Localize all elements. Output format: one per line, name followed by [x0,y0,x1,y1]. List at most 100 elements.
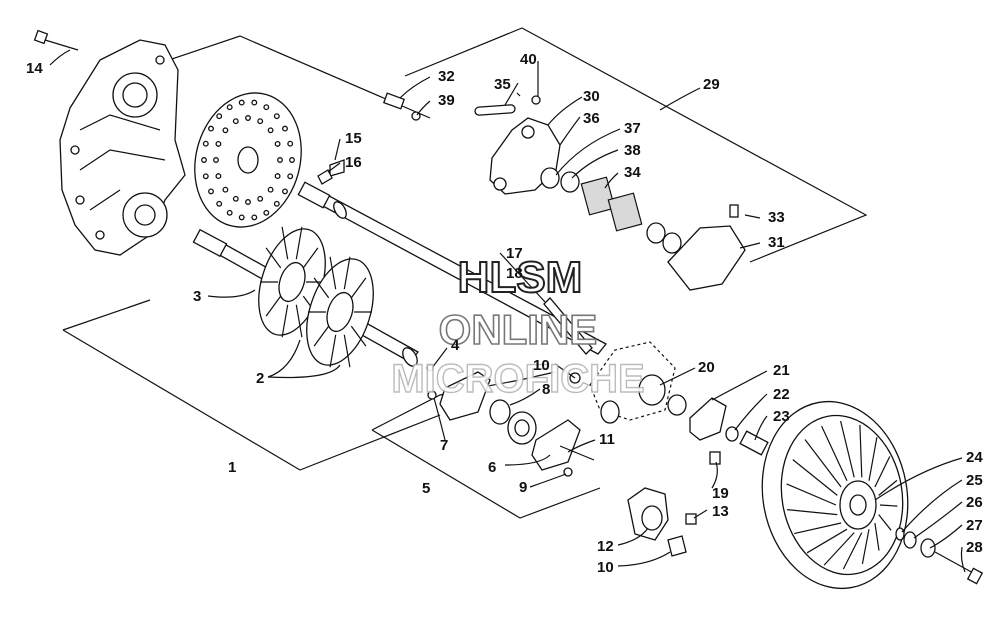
callout-23: 23 [773,408,790,425]
disc-hole [215,173,222,180]
callout-6: 6 [488,459,496,476]
disc-hole [222,127,229,134]
callout-28: 28 [966,539,983,556]
clutch-fin [859,424,863,478]
sprocket-tooth [281,226,289,260]
clutch-fin [786,483,837,506]
sprocket-tooth [265,247,282,269]
callout-26: 26 [966,494,983,511]
disc-hole [245,115,251,121]
callout-12: 12 [597,538,614,555]
drive-sprocket-right [306,256,374,368]
shaft-17-18 [543,297,593,355]
bearing-housing-20 [569,341,769,465]
clutch-fin [821,425,848,482]
disc-hole [287,140,294,147]
disc-hole [251,214,258,221]
watermark: HLSM ONLINE MICROFICHE [391,252,646,402]
disc-hole [238,214,245,221]
callout-3: 3 [193,288,201,305]
callout-33: 33 [768,209,785,226]
callout-9: 9 [519,479,527,496]
callout-25: 25 [966,472,983,489]
disc-hole [287,173,294,180]
callout-21: 21 [773,362,790,379]
watermark-line-1: HLSM [458,253,583,302]
driven-clutch [761,400,909,590]
disc-hole [232,195,239,202]
callout-14: 14 [26,60,43,77]
disc-hole [263,209,270,216]
watermark-line-3: MICROFICHE [391,357,644,401]
callout-8: 8 [542,381,550,398]
clutch-fin [879,504,898,507]
disc-hole [277,157,283,163]
callout-1: 1 [228,459,236,476]
sprocket-tooth [329,334,337,368]
sprocket-tooth [302,247,319,269]
clutch-fin [874,522,880,551]
key-15-16 [317,159,345,185]
sprocket-tooth [295,304,303,338]
clutch-fin [842,532,863,570]
brake-caliper-assembly [382,92,746,291]
callout-22: 22 [773,386,790,403]
callout-7: 7 [440,437,448,454]
disc-hole [274,173,281,180]
callout-36: 36 [583,110,600,127]
sprocket-tooth [350,325,367,347]
clutch-fin [868,437,878,481]
sprocket-tooth [329,256,337,290]
disc-hole [222,186,229,193]
clutch-fin [878,514,892,531]
disc-hole [273,200,280,207]
disc-hole [267,186,274,193]
sprocket-tooth [313,325,330,347]
disc-hole [245,199,251,205]
sprocket-tooth [265,295,282,317]
callout-30: 30 [583,88,600,105]
sprocket-tooth [343,334,351,368]
callout-37: 37 [624,120,641,137]
leader-lines [49,49,966,573]
disc-hole [226,209,233,216]
disc-hole [274,140,281,147]
washers-25-27 [895,527,984,585]
disc-hole [251,99,258,106]
callout-4: 4 [451,337,460,354]
clutch-fin [804,439,842,488]
disc-hole [273,113,280,120]
callout-5: 5 [422,480,430,497]
callout-34: 34 [624,164,641,181]
clutch-fin [861,529,870,565]
disc-hole [289,157,295,163]
disc-hole [216,113,223,120]
clutch-fin [792,459,838,496]
disc-hole [208,125,214,132]
callout-13: 13 [712,503,729,520]
callout-17: 17 [506,245,523,262]
sprocket-tooth [313,277,330,299]
brake-disc [194,92,302,228]
callout-38: 38 [624,142,641,159]
clutch-fin [878,479,898,496]
callout-39: 39 [438,92,455,109]
clutch-fin [874,456,891,488]
callout-19: 19 [712,485,729,502]
bolt-14 [33,29,79,51]
bearing-flange-group [426,364,595,477]
callout-24: 24 [966,449,983,466]
callout-40: 40 [520,51,537,68]
disc-hole [238,99,245,106]
disc-hole [202,173,209,180]
disc-hole [226,104,233,111]
disc-hole [282,125,288,132]
callout-2: 2 [256,370,264,387]
callout-18: 18 [506,265,523,282]
callout-15: 15 [345,130,362,147]
disc-hole [257,195,264,202]
sprocket-tooth [295,226,303,260]
clutch-fin [794,522,842,535]
disc-hole [232,118,239,125]
